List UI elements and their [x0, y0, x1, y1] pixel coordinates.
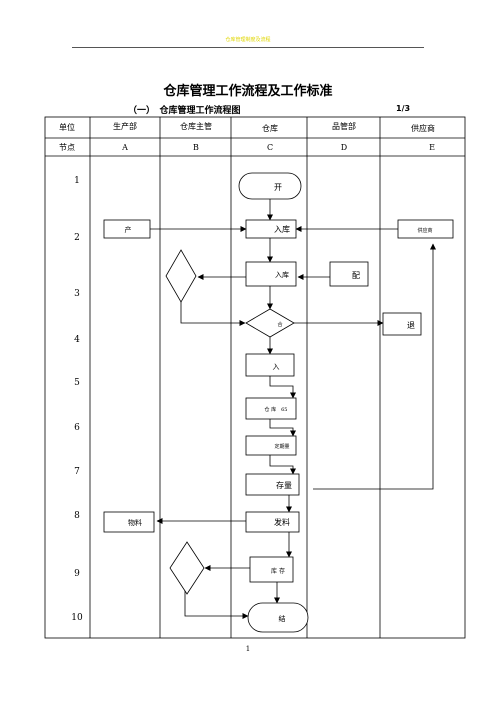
- col-unit-b: 仓库主管: [180, 121, 212, 131]
- running-header: 仓库管理制度及流程: [225, 37, 271, 43]
- step-number: 7: [74, 467, 80, 477]
- material-box: [103, 511, 155, 533]
- fixed-quantity-label: 定期量: [274, 443, 289, 450]
- step-number: 2: [74, 233, 80, 243]
- decision-diamond-lower: [169, 541, 205, 595]
- end-label: 结: [279, 614, 286, 623]
- row-label-node: 节点: [59, 143, 75, 152]
- reject-label: 退: [407, 321, 415, 330]
- col-node-e: E: [429, 143, 435, 152]
- production-label: 产: [125, 225, 132, 234]
- page-number: 1: [245, 645, 251, 653]
- header-rule: [72, 47, 424, 48]
- inbound2-box: [245, 261, 297, 287]
- production-box: [103, 219, 151, 239]
- dispatch-box: [245, 511, 300, 533]
- warehouse-box: [245, 397, 297, 420]
- page-fraction: 1/3: [396, 104, 411, 113]
- col-unit-d: 品管部: [332, 121, 356, 131]
- arrow-diamond-to-end: [184, 590, 249, 619]
- end-terminal: [247, 602, 309, 633]
- step-number: 4: [74, 335, 80, 345]
- fixed-quantity-box: [245, 435, 297, 456]
- step-number: 8: [74, 511, 80, 521]
- page-title: 仓库管理工作流程及工作标准: [163, 84, 333, 99]
- inbound-box: [245, 219, 297, 239]
- col-unit-e: 供应商: [411, 123, 435, 133]
- col-node-a: A: [121, 143, 128, 152]
- step-number: 9: [74, 569, 80, 579]
- inbound2-label: 入库: [275, 270, 289, 279]
- supplier-box: [397, 219, 454, 239]
- step-number: 5: [74, 378, 80, 388]
- step-number: 10: [71, 613, 83, 623]
- inbound-label: 入库: [274, 224, 290, 234]
- enter-box: [245, 353, 295, 377]
- arrow-fixedqty-to-stock: [269, 455, 296, 475]
- row-label-unit: 单位: [59, 122, 75, 132]
- match-label: 配: [352, 271, 360, 280]
- start-label: 开: [274, 183, 282, 192]
- decision-diamond-left: [165, 249, 197, 303]
- col-node-d: D: [341, 143, 347, 152]
- enter-label: 入: [273, 363, 280, 371]
- decision-label: 合: [277, 321, 282, 328]
- dispatch-label: 发料: [274, 517, 290, 527]
- step-number: 6: [74, 423, 80, 433]
- inventory-label: 库 存: [271, 567, 285, 575]
- step-number: 3: [74, 289, 80, 299]
- start-terminal: [238, 172, 302, 200]
- qualified-decision-diamond: [245, 308, 295, 338]
- table-grid: [44, 116, 466, 639]
- supplier-label: 供应商: [417, 227, 432, 234]
- material-label: 物料: [128, 518, 142, 527]
- col-node-c: C: [267, 143, 273, 152]
- arrow-stock-to-supplier: [313, 243, 436, 490]
- stock-label: 存量: [276, 480, 292, 490]
- arrow-diamond-to-decision: [180, 300, 246, 326]
- arrow-enter-to-warehouse: [269, 376, 296, 399]
- step-number: 1: [74, 176, 80, 186]
- reject-box: [382, 312, 422, 336]
- inventory-box: [249, 556, 294, 583]
- warehouse-label: 仓 库 65: [265, 406, 288, 413]
- col-node-b: B: [193, 143, 199, 152]
- arrow-warehouse-to-fixedqty: [269, 419, 296, 437]
- col-unit-c: 仓库: [262, 123, 278, 133]
- match-box: [329, 261, 369, 287]
- stock-box: [245, 473, 300, 496]
- section-subtitle: （一） 仓库管理工作流程图: [128, 106, 241, 116]
- col-unit-a: 生产部: [113, 121, 137, 131]
